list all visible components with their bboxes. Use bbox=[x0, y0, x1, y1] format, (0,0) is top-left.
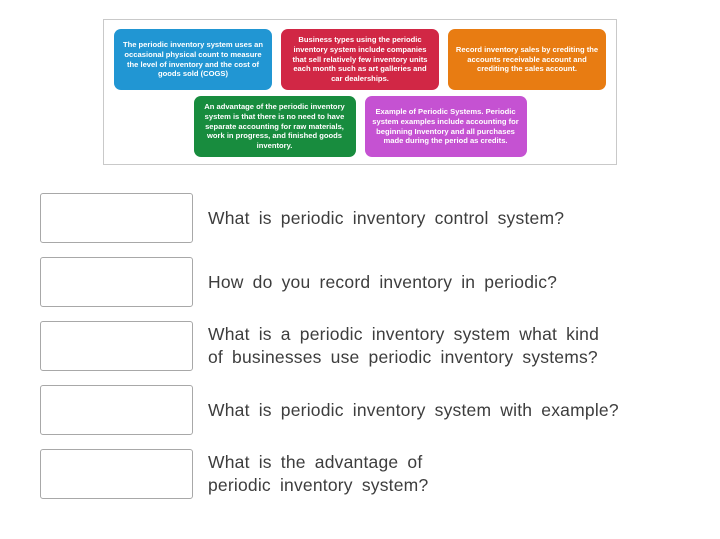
answer-bank-panel: The periodic inventory system uses an oc… bbox=[103, 19, 617, 165]
match-row-4: What is periodic inventory system with e… bbox=[40, 385, 700, 435]
answer-card-business-types[interactable]: Business types using the periodic invent… bbox=[281, 29, 439, 90]
match-rows: What is periodic inventory control syste… bbox=[40, 193, 700, 499]
question-text-2: How do you record inventory in periodic? bbox=[208, 271, 558, 292]
match-row-5: What is the advantage of periodic invent… bbox=[40, 449, 700, 499]
match-row-2: How do you record inventory in periodic? bbox=[40, 257, 700, 307]
answer-card-example[interactable]: Example of Periodic Systems. Periodic sy… bbox=[364, 96, 527, 157]
drop-zone-1[interactable] bbox=[40, 193, 193, 243]
answer-bank-row-1: The periodic inventory system uses an oc… bbox=[114, 29, 606, 90]
match-row-1: What is periodic inventory control syste… bbox=[40, 193, 700, 243]
question-text-4: What is periodic inventory system with e… bbox=[208, 399, 619, 420]
drop-zone-3[interactable] bbox=[40, 321, 193, 371]
answer-card-advantage[interactable]: An advantage of the periodic inventory s… bbox=[193, 96, 356, 157]
drop-zone-4[interactable] bbox=[40, 385, 193, 435]
match-row-3: What is a periodic inventory system what… bbox=[40, 321, 700, 371]
drop-zone-5[interactable] bbox=[40, 449, 193, 499]
question-text-3: What is a periodic inventory system what… bbox=[208, 324, 600, 367]
answer-card-record-sales[interactable]: Record inventory sales by crediting the … bbox=[448, 29, 606, 90]
question-text-5: What is the advantage of periodic invent… bbox=[208, 452, 429, 495]
drop-zone-2[interactable] bbox=[40, 257, 193, 307]
answer-card-definition[interactable]: The periodic inventory system uses an oc… bbox=[114, 29, 272, 90]
question-text-1: What is periodic inventory control syste… bbox=[208, 207, 565, 228]
answer-bank-row-2: An advantage of the periodic inventory s… bbox=[193, 96, 527, 157]
